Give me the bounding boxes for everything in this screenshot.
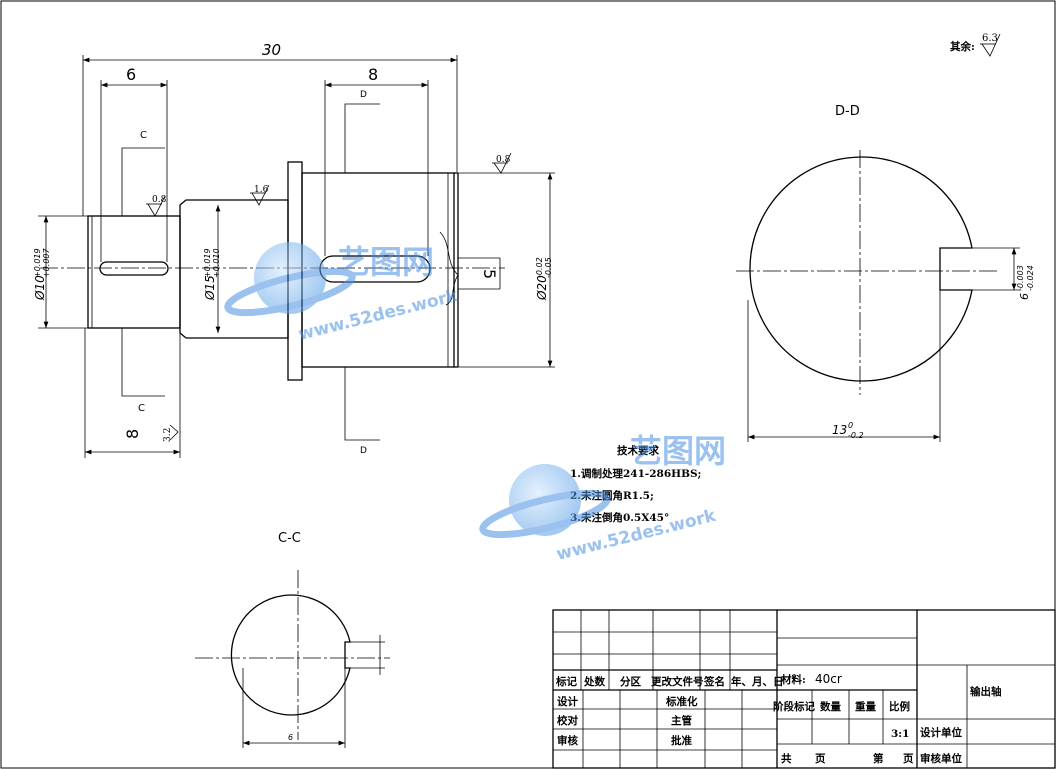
tol-mid-lower: +0.010 <box>212 248 221 278</box>
roughness-4-label: 3.2 <box>163 428 173 442</box>
dim-left-end-label: 8 <box>123 429 142 439</box>
watermark-center: 艺图网 www.52des.work <box>479 432 726 565</box>
roughness-note: 其余: 6.3 <box>950 33 1001 57</box>
section-c-bottom-label: C <box>138 403 145 414</box>
tol-mid-upper: +0.019 <box>203 248 212 278</box>
tb-row-approve: 批准 <box>671 734 692 747</box>
tol-left-upper: +0.019 <box>33 248 42 278</box>
tb-row-supervisor: 主管 <box>671 714 692 727</box>
tol-right-lower: -0.05 <box>544 257 553 278</box>
roughness-symbol-icon: 3.2 <box>163 424 179 442</box>
tech-requirements-title: 技术要求 <box>617 444 659 457</box>
tech-requirement-item: 1.调制处理241-286HBS; <box>570 467 701 480</box>
section-d-top-marker <box>344 103 380 173</box>
section-dd-key-tol-upper: -0.003 <box>1016 265 1025 291</box>
tb-part-name: 输出轴 <box>970 685 1002 698</box>
section-d-bottom-label: D <box>360 446 367 456</box>
dia-right-label: Ø20 <box>535 275 549 301</box>
section-c-top-marker <box>121 147 165 216</box>
roughness-1-label: 0.8 <box>152 195 167 205</box>
dim-overall-label: 30 <box>262 41 281 59</box>
section-dd-width-label: 13 <box>832 423 847 437</box>
tb-header-zone: 分区 <box>620 675 641 688</box>
tb-row-standard: 标准化 <box>665 695 698 708</box>
tb-header-sign: 签名 <box>703 675 725 688</box>
tb-header-count: 处数 <box>583 675 605 688</box>
roughness-symbol-icon: 0.8 <box>492 152 512 174</box>
roughness-2-label: 1.6 <box>254 185 269 195</box>
tb-total-label: 共 <box>781 752 792 765</box>
roughness-symbol-icon: 1.6 <box>250 184 270 206</box>
section-d-bottom-marker <box>344 367 380 441</box>
tb-weight: 重量 <box>855 700 876 713</box>
section-dd-title: D-D <box>835 104 860 119</box>
section-dd-key-dim: 6 <box>1018 293 1031 300</box>
watermark-top: 艺图网 www.52des.work <box>224 242 461 345</box>
tb-scale-header: 比例 <box>889 700 910 713</box>
section-cc-width-label: 6 <box>288 733 293 742</box>
title-block: 标记 处数 分区 更改文件号 签名 年、月、日 设计 校对 审核 标准化 主管 … <box>552 609 1056 769</box>
section-dd-width-tol-lower: -0.2 <box>848 431 864 440</box>
watermark-text-cn: 艺图网 <box>338 243 434 281</box>
dim-left-shoulder-label: 6 <box>126 65 136 84</box>
section-c-bottom-marker <box>121 328 165 397</box>
dia-left-label: Ø10 <box>33 275 47 301</box>
tb-stage-mark: 阶段标记 <box>773 700 815 713</box>
section-dd-key-tol-lower: -0.024 <box>1026 265 1035 291</box>
section-cc: C-C 6 <box>195 531 390 748</box>
break-line <box>439 231 459 306</box>
tol-left-lower: +0.007 <box>42 247 51 278</box>
roughness-symbol-icon: 0.8 <box>146 195 167 217</box>
tb-header-mark: 标记 <box>555 675 577 688</box>
tb-header-change-doc: 更改文件号 <box>651 675 704 688</box>
tb-material-label: 材料: <box>780 673 806 686</box>
tb-row-check: 校对 <box>557 714 578 727</box>
section-dd-width-tol-upper: 0 <box>848 421 853 430</box>
section-c-top-label: C <box>140 130 147 141</box>
front-view: 5 30 6 8 8 C C D D Ø <box>33 41 555 458</box>
tol-right-upper: -0.02 <box>535 257 544 278</box>
tb-sheet-label: 第 <box>873 752 884 765</box>
dim-key-length-label: 8 <box>368 65 378 84</box>
tb-header-date: 年、月、日 <box>731 675 784 688</box>
tb-total-page-label: 页 <box>815 753 826 765</box>
roughness-note-label: 其余: <box>950 40 975 53</box>
tb-row-review: 审核 <box>557 734 578 747</box>
tb-scale-value: 3:1 <box>891 728 910 740</box>
tb-material-value: 40cr <box>815 672 842 686</box>
roughness-symbol-icon <box>981 33 1001 57</box>
section-cc-title: C-C <box>278 531 301 546</box>
section-dd-hatched-circle <box>749 156 973 382</box>
tb-row-design: 设计 <box>557 695 578 708</box>
tb-quantity: 数量 <box>819 700 841 713</box>
roughness-note-value: 6.3 <box>982 33 998 44</box>
watermark-text-cn: 艺图网 <box>630 432 726 470</box>
section-cc-hatched-circle <box>230 594 351 716</box>
tb-review-unit: 审核单位 <box>920 752 962 765</box>
keyway-width-label: 5 <box>480 269 499 279</box>
section-d-top-label: D <box>360 90 367 100</box>
tb-design-unit: 设计单位 <box>920 726 962 739</box>
section-dd: D-D 6 -0.003 -0.024 13 0 -0.2 <box>736 104 1035 442</box>
tb-sheet-page-label: 页 <box>903 753 914 765</box>
roughness-3-label: 0.8 <box>496 155 511 165</box>
dia-mid-label: Ø15 <box>203 275 217 301</box>
keyway-left <box>99 261 169 276</box>
